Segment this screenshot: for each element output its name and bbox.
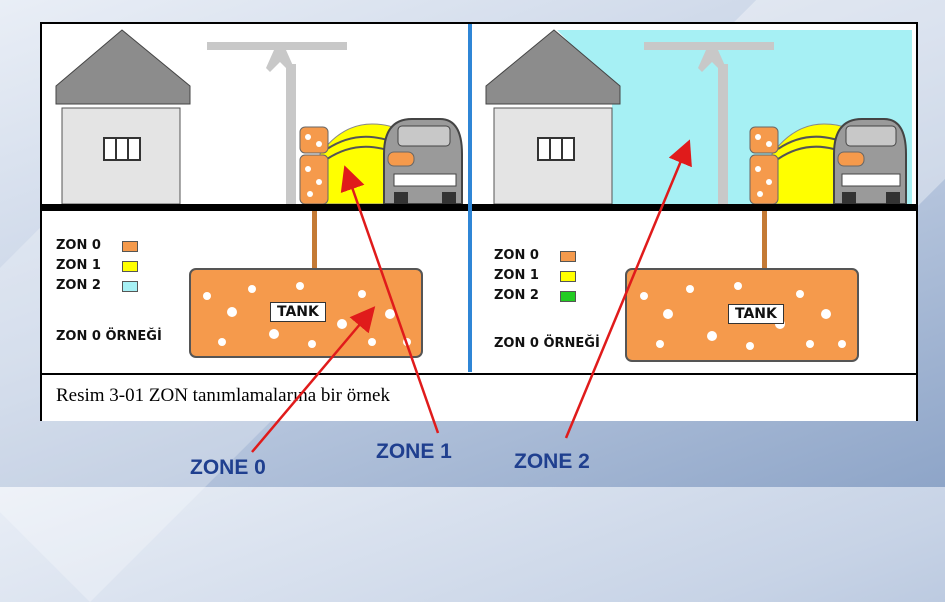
tank-label: TANK bbox=[270, 302, 326, 322]
figure-frame: TANK ZON 0 ZON 1 ZON 2 ZON 0 ÖRNEĞİ bbox=[40, 22, 918, 421]
right-panel: TANK ZON 0 ZON 1 ZON 2 ZON 0 ÖRNEĞİ bbox=[472, 24, 916, 372]
legend-swatch bbox=[560, 251, 576, 262]
lamp-pole bbox=[718, 64, 728, 204]
panel-divider bbox=[468, 24, 472, 372]
dispenser-top bbox=[749, 126, 779, 154]
caption-text: Resim 3-01 ZON tanımlamalarına bir örnek bbox=[56, 385, 390, 406]
arrow-zone2 bbox=[564, 139, 692, 439]
example-label: ZON 0 ÖRNEĞİ bbox=[56, 329, 162, 344]
example-label: ZON 0 ÖRNEĞİ bbox=[494, 336, 600, 351]
legend-swatch bbox=[122, 281, 138, 292]
callout-zone2: ZONE 2 bbox=[514, 450, 590, 473]
legend-label: ZON 2 bbox=[494, 288, 539, 303]
legend-swatch bbox=[122, 261, 138, 272]
legend-item-zone2: ZON 2 bbox=[56, 276, 138, 296]
legend-item-zone2: ZON 2 bbox=[494, 286, 576, 306]
house-roof bbox=[485, 29, 621, 105]
house-window bbox=[537, 137, 575, 161]
legend-item-zone1: ZON 1 bbox=[494, 266, 576, 286]
pipe bbox=[762, 211, 767, 269]
legend-item-zone0: ZON 0 bbox=[494, 246, 576, 266]
legend-swatch bbox=[560, 271, 576, 282]
pipe bbox=[312, 211, 317, 269]
callout-zone1: ZONE 1 bbox=[376, 440, 452, 463]
callout-zone0: ZONE 0 bbox=[190, 456, 266, 479]
legend-label: ZON 1 bbox=[494, 268, 539, 283]
legend-item-zone1: ZON 1 bbox=[56, 256, 138, 276]
arrow-zone0 bbox=[251, 306, 376, 453]
arrow-zone1 bbox=[340, 165, 440, 434]
callout-arrows bbox=[251, 139, 692, 453]
dispenser-top bbox=[299, 126, 329, 154]
legend-swatch bbox=[122, 241, 138, 252]
car-fuel-zone0 bbox=[387, 151, 415, 167]
legend: ZON 0 ZON 1 ZON 2 bbox=[56, 236, 138, 296]
ground-line bbox=[42, 204, 468, 211]
tank-label: TANK bbox=[728, 304, 784, 324]
legend-swatch bbox=[560, 291, 576, 302]
legend-label: ZON 1 bbox=[56, 258, 101, 273]
legend: ZON 0 ZON 1 ZON 2 bbox=[494, 246, 576, 306]
legend-item-zone0: ZON 0 bbox=[56, 236, 138, 256]
car-fuel-zone0 bbox=[837, 151, 865, 167]
legend-label: ZON 0 bbox=[494, 248, 539, 263]
ground-line bbox=[472, 204, 916, 211]
lamp-arm bbox=[644, 42, 774, 50]
house-window bbox=[103, 137, 141, 161]
figure-caption: Resim 3-01 ZON tanımlamalarına bir örnek bbox=[42, 373, 916, 421]
lamp-arm bbox=[207, 42, 347, 50]
left-panel: TANK ZON 0 ZON 1 ZON 2 ZON 0 ÖRNEĞİ bbox=[42, 24, 468, 372]
left-scene bbox=[42, 29, 468, 358]
house-roof bbox=[55, 29, 191, 105]
legend-label: ZON 0 bbox=[56, 238, 101, 253]
legend-label: ZON 2 bbox=[56, 278, 101, 293]
lamp-pole bbox=[286, 64, 296, 204]
